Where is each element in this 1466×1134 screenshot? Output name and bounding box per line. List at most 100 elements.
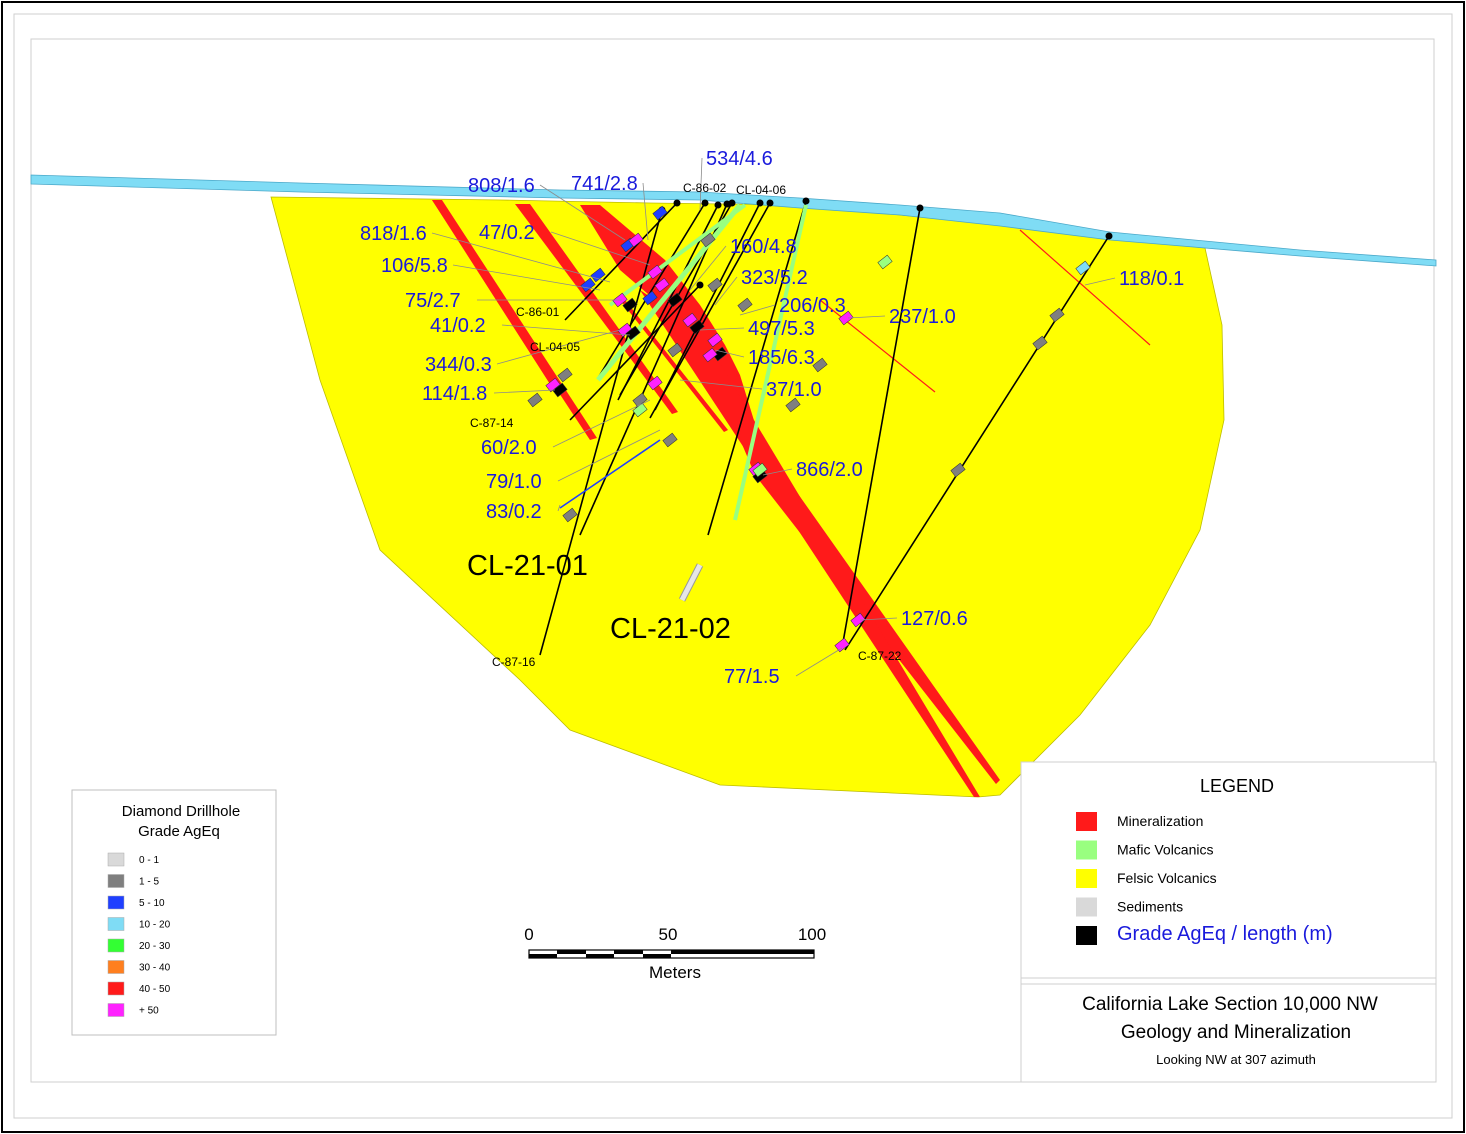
legend-swatch [1076, 812, 1097, 831]
grade-item-label: 40 - 50 [139, 984, 171, 995]
assay-block [812, 357, 828, 373]
collar-point [696, 281, 704, 289]
leader-line [714, 349, 745, 358]
drillhole-trace [841, 207, 921, 649]
intercept-label: 37/1.0 [766, 379, 822, 401]
grade-swatch [107, 917, 125, 931]
leader-line [847, 315, 886, 319]
intercept-label: 60/2.0 [481, 437, 537, 459]
mineralization-zone [432, 200, 560, 392]
hole-label-c-86-01: C-86-01 [516, 305, 560, 319]
leader-line [714, 276, 738, 306]
title-line-3: Looking NW at 307 azimuth [1156, 1052, 1316, 1067]
assay-block [700, 232, 716, 248]
intercept-label: 237/1.0 [889, 306, 956, 328]
drillhole-trace-blue [559, 439, 661, 509]
mineralization-zone [640, 290, 980, 797]
assay-block [652, 205, 668, 221]
assay-block [562, 507, 578, 523]
intercept-label: 75/2.7 [405, 290, 461, 312]
legend-item-label: Mafic Volcanics [1117, 842, 1213, 858]
grade-swatch [107, 981, 125, 996]
scale-bar-segment [529, 954, 557, 958]
drillhole-traces [539, 197, 1113, 656]
assay-block [702, 347, 718, 363]
hole-label-cl-04-06: CL-04-06 [736, 183, 786, 197]
collar-point [1105, 232, 1113, 240]
assay-block [552, 382, 568, 398]
leader-line [493, 389, 556, 394]
drillhole-trace [564, 202, 678, 321]
hole-label-cl-21-02: CL-21-02 [610, 613, 731, 645]
drillhole-trace [844, 235, 1110, 651]
grade-item-label: 0 - 1 [139, 855, 159, 866]
mineralization-zone-thin [1019, 229, 1151, 346]
intercept-label: 497/5.3 [748, 318, 815, 340]
grade-legend-title-1: Diamond Drillhole [122, 803, 240, 820]
assay-block [785, 397, 801, 413]
grade-item-label: + 50 [139, 1006, 159, 1017]
collar-point [766, 199, 774, 207]
leader-line [699, 327, 745, 331]
grade-swatch [107, 1003, 125, 1017]
grade-legend: Diamond Drillhole Grade AgEq 0 - 11 - 55… [71, 789, 277, 1036]
mineralization-zone-thin [819, 299, 936, 393]
assay-block [950, 462, 966, 478]
scale-bar-segment [557, 950, 586, 954]
scale-tick-100: 100 [798, 925, 826, 944]
drillhole-trace [707, 200, 807, 536]
assay-block [647, 264, 663, 280]
mafic-dyke [733, 204, 808, 521]
leader-line [452, 264, 601, 291]
legend-swatch [1076, 869, 1097, 888]
intercept-label: 127/0.6 [901, 608, 968, 630]
scale-tick-0: 0 [524, 925, 533, 944]
mafic-dyke [596, 203, 742, 382]
title-line-1: California Lake Section 10,000 NW [1082, 994, 1378, 1015]
mafic-dyke [608, 203, 747, 307]
grade-item-label: 10 - 20 [139, 920, 171, 931]
assay-block [682, 312, 698, 328]
assay-block [667, 292, 683, 308]
assay-block [557, 367, 573, 383]
drillhole-trace [569, 284, 701, 421]
intercept-label: 185/6.3 [748, 347, 815, 369]
title-line-2: Geology and Mineralization [1121, 1022, 1351, 1043]
leader-line [642, 182, 649, 241]
hole-label-cl-04-05: CL-04-05 [530, 340, 580, 354]
legend-item-label: Grade AgEq / length (m) [1117, 923, 1333, 945]
assay-block [737, 297, 753, 313]
grade-item-label: 1 - 5 [139, 877, 159, 888]
grade-item-label: 30 - 40 [139, 963, 171, 974]
drillhole-trace [539, 209, 663, 656]
hole-label-c-87-16: C-87-16 [492, 655, 536, 669]
assay-block [667, 342, 683, 358]
assay-block [834, 637, 850, 653]
scale-unit: Meters [649, 963, 701, 982]
legend-item-label: Sediments [1117, 899, 1183, 915]
intercept-label: 114/1.8 [422, 383, 487, 405]
grade-swatch [107, 852, 125, 867]
hole-label-c-86-02: C-86-02 [683, 181, 727, 195]
leader-line [539, 184, 626, 241]
intercept-label: 808/1.6 [468, 175, 535, 197]
intercept-label: 77/1.5 [724, 666, 780, 688]
grade-swatch [107, 895, 125, 910]
assay-block [707, 277, 723, 293]
overburden-band [30, 174, 1437, 267]
intercept-label: 106/5.8 [381, 255, 448, 277]
leader-line [1084, 277, 1116, 286]
leader-line [557, 429, 661, 482]
assay-block [707, 332, 723, 348]
drillhole-trace [597, 202, 706, 379]
grade-legend-box [71, 789, 277, 1036]
assay-block [877, 254, 893, 270]
collar-point [802, 197, 810, 205]
collar-point [701, 199, 709, 207]
scale-bar-segment [586, 954, 614, 958]
legend-swatch [1076, 897, 1097, 917]
